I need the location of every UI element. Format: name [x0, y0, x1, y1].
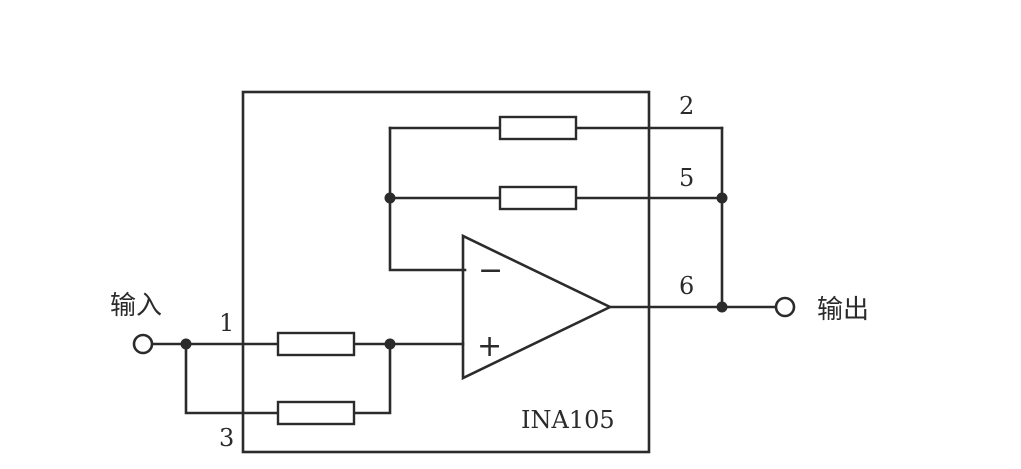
resistor-top [498, 115, 578, 141]
junction-noninverting [384, 338, 396, 350]
chip-label: INA105 [521, 406, 615, 434]
input-label: 输入 [110, 291, 162, 321]
resistor-pin3 [276, 400, 356, 426]
pin-2-label: 2 [679, 92, 694, 120]
opamp-triangle [461, 233, 613, 381]
opamp-plus-sign: + [477, 329, 502, 364]
resistor-feedback [498, 185, 578, 211]
input-terminal[interactable] [132, 333, 154, 355]
pin-5-label: 5 [679, 164, 694, 192]
resistor-input [276, 331, 356, 357]
junction-pin5 [716, 192, 728, 204]
opamp-minus-sign: − [478, 253, 503, 288]
output-terminal[interactable] [774, 296, 796, 318]
feedback-left-wire [388, 126, 467, 272]
output-label: 输出 [817, 295, 869, 325]
junction-output [716, 301, 728, 313]
pin-6-label: 6 [679, 272, 694, 300]
pin-3-label: 3 [219, 424, 234, 452]
junction-feedback-left [384, 192, 396, 204]
ic-package-outline [241, 90, 651, 454]
pin-1-label: 1 [219, 309, 234, 337]
